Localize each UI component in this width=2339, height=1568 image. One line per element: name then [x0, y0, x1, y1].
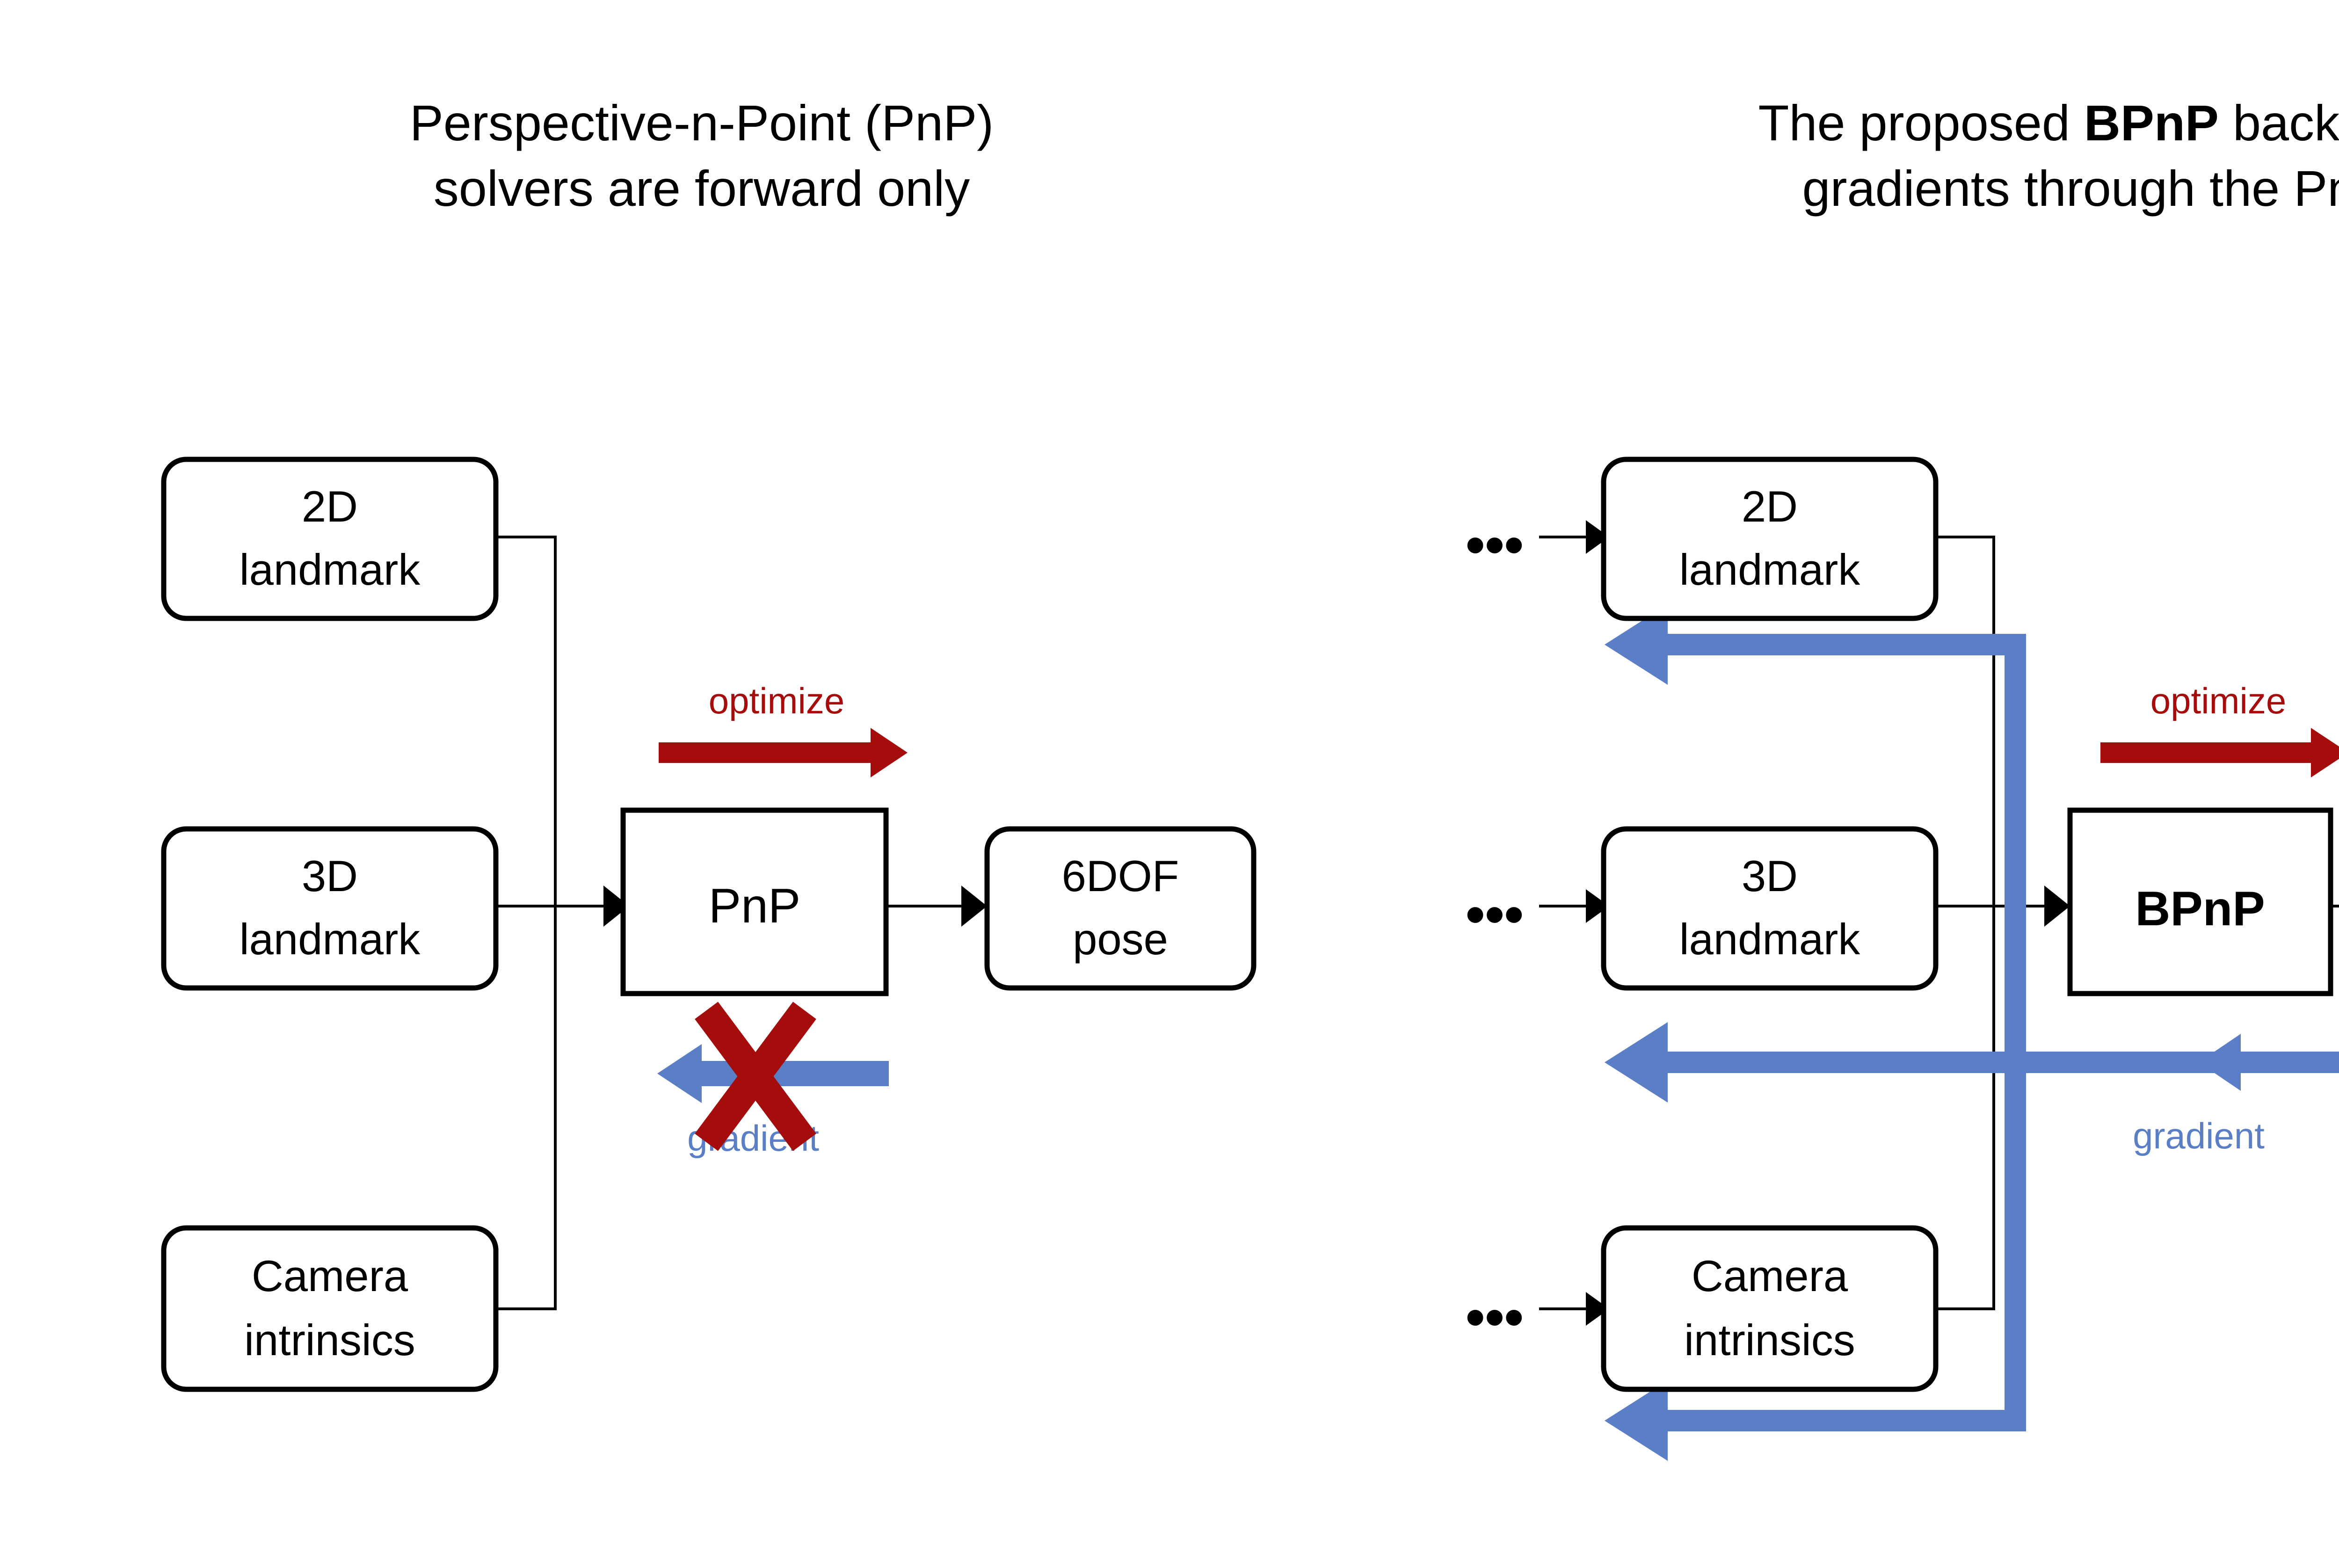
box-2d-landmark-line2: landmark [240, 545, 421, 594]
right-title-part-bpnp: BPnP [2084, 94, 2219, 151]
box-2d-landmark-line1: 2D [302, 482, 358, 531]
box-camera-intrinsics: Camera intrinsics [1601, 1225, 1939, 1392]
box-3d-landmark-line1: 3D [302, 851, 358, 900]
solver-bpnp-label: BPnP [2135, 882, 2265, 936]
gradient-path-right [1605, 604, 2339, 1461]
gradient-branch-to-camera [1668, 1410, 2026, 1431]
box-camera-intrinsics-shape-right [1601, 1225, 1939, 1392]
box-6dof-pose-line1: 6DOF [1062, 851, 1179, 900]
connector-2d-to-bus [496, 536, 557, 906]
solver-bpnp: BPnP [2067, 807, 2333, 996]
box-6dof-pose-shape [984, 826, 1257, 991]
box-6dof-pose: 6DOF pose [984, 826, 1257, 991]
left-panel-title-line1: Perspective-n-Point (PnP) [410, 94, 994, 151]
right-panel-title-line2: gradients through the PnP solver. [1802, 160, 2339, 217]
box-6dof-pose-line2: pose [1073, 915, 1168, 964]
box-2d-landmark-shape-right [1601, 457, 1939, 621]
gradient-branch-to-2d [1668, 634, 2026, 655]
ellipsis-in-3d: ••• [1466, 884, 1524, 945]
left-panel: Perspective-n-Point (PnP) solvers are fo… [161, 94, 1257, 1392]
connector-2d-to-bus-right [1935, 536, 1995, 906]
box-3d-landmark-shape [161, 826, 499, 991]
gradient-trunk-horizontal [2023, 1052, 2339, 1073]
left-panel-title-line2: solvers are forward only [434, 160, 970, 217]
box-3d-landmark-line1-right: 3D [1742, 851, 1798, 900]
gradient-arrowhead-mid [2199, 1034, 2241, 1091]
box-2d-landmark-line1-right: 2D [1742, 482, 1798, 531]
optimize-arrow-left [659, 728, 908, 777]
gradient-arrowhead-to-3d [1605, 1022, 1668, 1103]
ellipsis-in-camera: ••• [1466, 1286, 1524, 1348]
box-2d-landmark-line2-right: landmark [1679, 545, 1861, 594]
optimize-label-right: optimize [2150, 680, 2286, 721]
box-2d-landmark: 2D landmark [1601, 457, 1939, 621]
box-2d-landmark-shape [161, 457, 499, 621]
box-camera-intrinsics-shape [161, 1225, 499, 1392]
optimize-arrow-left-shape [659, 728, 908, 777]
arrowhead-into-pnp [603, 886, 629, 927]
box-camera-intrinsics-line2-right: intrinsics [1684, 1315, 1855, 1365]
gradient-branch-to-3d [1668, 1052, 2028, 1073]
right-title-part-3: backpropagates [2219, 94, 2339, 151]
optimize-arrow-right-shape [2100, 728, 2339, 777]
box-camera-intrinsics-line1-right: Camera [1692, 1251, 1848, 1300]
box-3d-landmark: 3D landmark [161, 826, 499, 991]
right-title-part-1: The proposed [1758, 94, 2084, 151]
gradient-arrowhead-to-2d [1605, 604, 1668, 685]
box-3d-landmark-line2: landmark [240, 915, 421, 964]
arrowhead-in-camera [1586, 1292, 1609, 1326]
solver-bpnp-shape [2067, 807, 2333, 996]
solver-pnp-label: PnP [709, 879, 801, 933]
connector-camera-to-bus-right [1935, 906, 1995, 1310]
ellipsis-in-2d: ••• [1466, 514, 1524, 576]
arrowhead-into-bpnp [2044, 886, 2070, 927]
box-2d-landmark: 2D landmark [161, 457, 499, 621]
gradient-label-right: gradient [2133, 1115, 2265, 1156]
box-3d-landmark-line2-right: landmark [1679, 915, 1861, 964]
box-camera-intrinsics-line1: Camera [252, 1251, 408, 1300]
box-camera-intrinsics: Camera intrinsics [161, 1225, 499, 1392]
solver-pnp-shape [620, 807, 889, 996]
arrowhead-in-3d [1586, 889, 1609, 923]
arrowhead-into-pose [961, 886, 987, 927]
right-panel: The proposed BPnP backpropagates gradien… [1466, 94, 2339, 1461]
gradient-arrowhead-to-camera [1605, 1380, 1668, 1461]
blocked-x-stroke-2 [695, 1002, 816, 1151]
optimize-arrow-right [2100, 728, 2339, 777]
right-panel-title-line1: The proposed BPnP backpropagates [1758, 94, 2339, 151]
solver-pnp: PnP [620, 807, 889, 996]
box-3d-landmark-shape-right [1601, 826, 1939, 991]
optimize-label-left: optimize [709, 680, 844, 721]
connector-camera-to-bus [496, 906, 557, 1310]
box-3d-landmark: 3D landmark [1601, 826, 1939, 991]
blocked-x-icon [695, 1002, 816, 1151]
gradient-vertical-riser [2005, 634, 2026, 1431]
arrowhead-in-2d [1586, 520, 1609, 554]
box-camera-intrinsics-line2: intrinsics [244, 1315, 415, 1365]
